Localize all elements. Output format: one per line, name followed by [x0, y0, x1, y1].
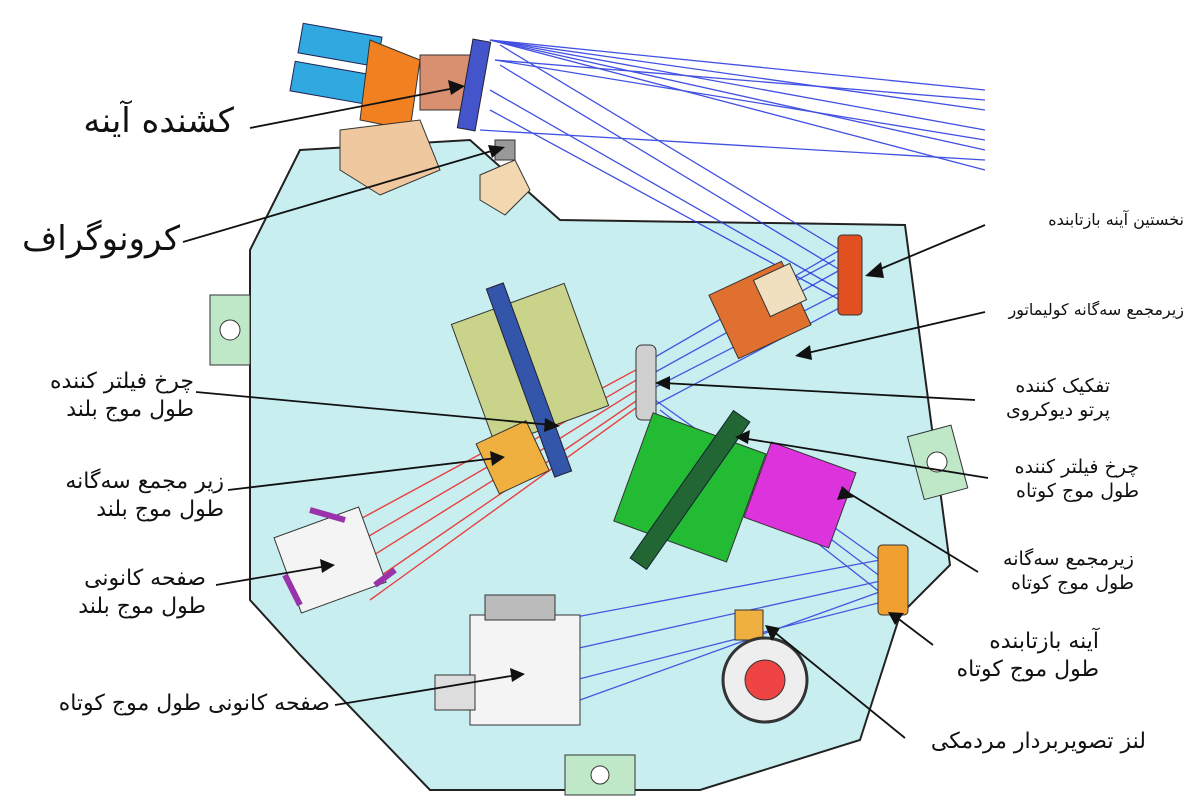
label-first-mirror-text: نخستین آینه بازتابنده — [1048, 210, 1184, 229]
label-dichroic: تفکیک کننده پرتو دیوکروی — [1006, 375, 1110, 423]
label-sw-triplet: زیرمجمع سه‌گانه طول موج کوتاه — [1003, 548, 1134, 596]
sw-fold-mirror-small — [734, 609, 764, 641]
label-lw-focal-plane-line2: طول موج بلند — [78, 593, 206, 619]
arrow-heads — [320, 80, 904, 682]
label-mirror-puller: کشنده آینه — [83, 100, 234, 143]
label-lw-focal-plane-line1: صفحه کانونی — [84, 566, 206, 591]
label-lw-filter-wheel-line2: طول موج بلند — [66, 396, 194, 422]
label-sw-triplet-line2: طول موج کوتاه — [1011, 571, 1134, 594]
label-dichroic-line1: تفکیک کننده — [1015, 375, 1110, 397]
sw-filter-wheel — [613, 409, 767, 571]
label-sw-filter-wheel-line1: چرخ فیلتر کننده — [1014, 456, 1139, 478]
label-coronagraph-text: کرونوگراف — [21, 219, 180, 259]
incoming-beam — [479, 39, 986, 301]
mount-foot-right — [906, 424, 969, 501]
label-mirror-puller-text: کشنده آینه — [83, 101, 234, 141]
label-sw-focal-plane-text: صفحه کانونی طول موج کوتاه — [58, 691, 330, 716]
label-sw-fold-mirror: آینه بازتابنده طول موج کوتاه — [957, 628, 1099, 683]
lw-focal-plane — [273, 506, 397, 614]
label-lw-filter-wheel-line1: چرخ فیلتر کننده — [50, 369, 194, 394]
first-mirror — [837, 234, 863, 316]
sw-triplet — [743, 441, 857, 549]
label-lw-triplet-line1: زیر مجمع سه‌گانه — [65, 469, 224, 494]
label-dichroic-line2: پرتو دیوکروی — [1005, 398, 1110, 421]
mirror-puller-assembly — [289, 22, 492, 196]
label-lw-triplet-line2: طول موج بلند — [96, 496, 224, 522]
mount-foot-left — [209, 294, 251, 366]
sw-fold-mirror — [877, 544, 909, 616]
mount-foot-bottom — [564, 754, 636, 796]
label-sw-filter-wheel: چرخ فیلتر کننده طول موج کوتاه — [1015, 456, 1139, 504]
leader-lines — [182, 87, 989, 739]
label-collimator-triplet-text: زیرمجمع سه‌گانه کولیماتور — [1008, 300, 1184, 319]
label-sw-fold-mirror-line1: آینه بازتابنده — [989, 629, 1099, 654]
sw-focal-plane — [434, 594, 581, 726]
label-lw-focal-plane: صفحه کانونی طول موج بلند — [78, 565, 206, 620]
label-sw-filter-wheel-line2: طول موج کوتاه — [1016, 479, 1139, 502]
label-pupil-lens-text: لنز تصویربردار مردمکی — [930, 729, 1146, 754]
label-sw-focal-plane: صفحه کانونی طول موج کوتاه — [59, 690, 330, 718]
label-lw-filter-wheel: چرخ فیلتر کننده طول موج بلند — [50, 368, 194, 423]
lw-triplet — [475, 420, 550, 495]
label-collimator-triplet: زیرمجمع سه‌گانه کولیماتور — [1008, 300, 1184, 320]
label-first-mirror: نخستین آینه بازتابنده — [1048, 210, 1184, 230]
coronagraph-part — [479, 139, 531, 216]
label-lw-triplet: زیر مجمع سه‌گانه طول موج بلند — [65, 468, 224, 523]
label-sw-fold-mirror-line2: طول موج کوتاه — [956, 656, 1099, 682]
label-pupil-lens: لنز تصویربردار مردمکی — [931, 728, 1146, 756]
pupil-imaging-lens — [721, 636, 809, 724]
label-sw-triplet-line1: زیرمجمع سه‌گانه — [1003, 548, 1134, 570]
label-coronagraph: کرونوگراف — [22, 218, 180, 261]
collimator-triplet — [708, 260, 812, 360]
dichroic-beamsplitter — [635, 344, 657, 421]
